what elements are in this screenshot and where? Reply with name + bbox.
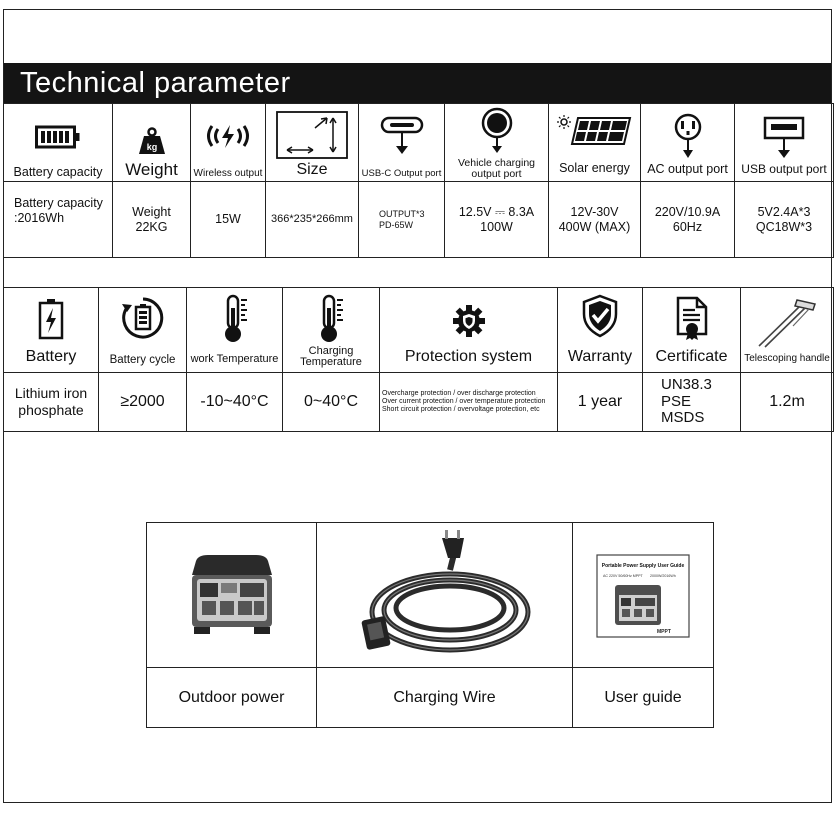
spec-label: Wireless output [193,167,263,179]
car-charger-icon [481,107,512,153]
battery-cycle-icon [121,297,163,339]
charging-wire-image [361,530,530,653]
user-guide-image: Portable Power Supply User Guide AC 220V… [596,554,690,638]
spec-label: work Temperature [190,353,279,366]
page-title: Technical parameter [20,67,291,99]
spec-label: Certificate [655,348,728,366]
spec-value-certificate: UN38.3 PSE MSDS [642,372,741,432]
spec-value-work-temperature: -10~40°C [186,372,283,432]
spec-value-warranty: 1 year [557,372,643,432]
thermometer-icon [224,294,247,342]
spec-label: Battery cycle [109,353,176,366]
spec-value-telescoping-handle: 1.2m [740,372,834,432]
spec-cell-battery-capacity: Battery capacity [3,103,113,182]
spec-value-battery-cycle: ≥2000 [98,372,187,432]
spec-cell-charging-temperature: Charging Temperature [282,287,380,373]
gear-shield-icon [452,305,485,337]
accessories-table: Portable Power Supply User Guide AC 220V… [146,522,714,728]
svg-text:kg: kg [146,142,157,152]
dimension-box-icon [276,111,348,159]
spec-cell-ac-output: AC output port [640,103,735,182]
guide-cover-spec-left: AC 220V 50/60Hz MPPT [603,574,644,578]
spec-label: Battery [25,348,77,366]
spec-value-wireless-output: 15W [190,181,266,258]
usb-c-port-icon [380,116,423,154]
spec-label: Size [296,161,328,179]
spec-value-size: 366*235*266mm [265,181,359,258]
spec-value-charging-temperature: 0~40°C [282,372,380,432]
spec-cell-solar-energy: Solar energy [548,103,641,182]
wireless-charging-icon [207,125,249,148]
spec-cell-protection-system: Protection system [379,287,558,373]
spec-cell-size: Size [265,103,359,182]
telescoping-handle-icon [758,299,816,348]
spec-cell-work-temperature: work Temperature [186,287,283,373]
spec-label: Battery capacity [13,164,103,179]
thermometer-icon [321,294,343,342]
certificate-icon [676,296,707,340]
spec-label: Protection system [404,348,533,366]
spec-label: Warranty [567,348,633,366]
spec-label: Solar energy [559,160,630,175]
spec-cell-usb-output: USB output port [734,103,834,182]
spec-table-row1: Battery capacity kg Weight [3,103,834,258]
spec-cell-weight: kg Weight [112,103,191,182]
spec-cell-vehicle-charging: Vehicle charging output port [444,103,549,182]
spec-value-battery-capacity: Battery capacity:2016Wh [3,181,113,258]
ac-outlet-icon [674,113,701,158]
spec-cell-battery-cycle: Battery cycle [98,287,187,373]
spec-label: Vehicle charging output port [457,156,536,180]
accessory-image-cell [316,522,573,668]
accessory-label-user-guide: User guide [572,667,714,728]
spec-label: Charging Temperature [300,344,362,369]
guide-cover-spec-right: 2000W/2016Wh [650,574,676,578]
kg-weight-icon: kg [138,127,165,154]
guide-cover-brand: MPPT [657,629,671,635]
spec-cell-usb-c-output: USB-C Output port [358,103,445,182]
spec-cell-telescoping-handle: Telescoping handle [740,287,834,373]
spec-cell-wireless-output: Wireless output [190,103,266,182]
spec-cell-battery: Battery [3,287,99,373]
spec-label: Telescoping handle [744,352,830,364]
title-banner: Technical parameter [4,63,831,103]
spec-cell-warranty: Warranty [557,287,643,373]
spec-value-protection-system: Overcharge protection / over discharge p… [379,372,558,432]
accessory-image-cell: Portable Power Supply User Guide AC 220V… [572,522,714,668]
power-station-image [191,555,272,634]
accessory-label-outdoor-power: Outdoor power [146,667,317,728]
spec-table-row2: Battery Battery cycle [3,287,834,432]
accessory-label-charging-wire: Charging Wire [316,667,573,728]
battery-bar-icon [35,125,80,149]
usb-port-icon [763,116,805,158]
spec-label: Weight [125,160,178,180]
warranty-shield-icon [582,294,618,338]
guide-cover-title: Portable Power Supply User Guide [602,563,685,569]
spec-label: USB output port [741,162,827,177]
spec-label: USB-C Output port [361,168,442,180]
solar-panel-icon [556,115,631,145]
battery-bolt-icon [38,299,64,340]
spec-cell-certificate: Certificate [642,287,741,373]
spec-label: AC output port [647,161,728,176]
accessory-image-cell [146,522,317,668]
